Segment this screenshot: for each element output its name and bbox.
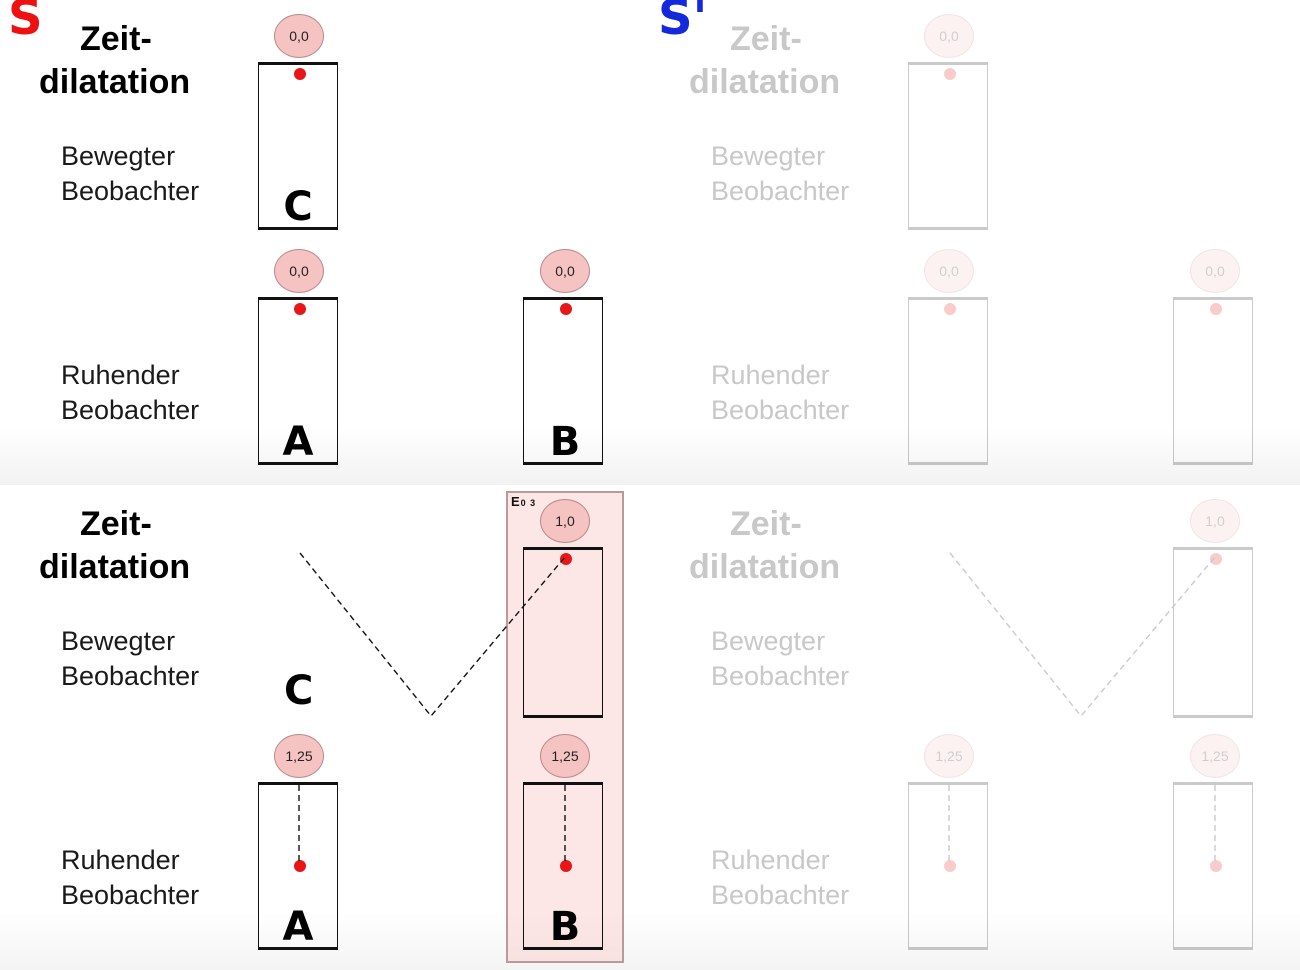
clock-b — [1173, 782, 1253, 950]
photon-dot — [294, 68, 306, 80]
photon-dot — [944, 860, 956, 872]
clock-a-letter: A — [282, 904, 314, 950]
frame-s-label: S — [8, 0, 43, 46]
photon-dot — [294, 860, 306, 872]
light-path-overlay — [948, 552, 1216, 864]
clock-b-letter: B — [549, 904, 581, 950]
panel-s-prime-initial: S' Zeit- dilatation Bewegter Beobachter … — [650, 0, 1300, 485]
moving-label-line-2: Beobachter — [61, 661, 200, 691]
clock-c-readout: 1,0 — [1190, 499, 1240, 543]
title-line-1: Zeit- — [80, 20, 152, 58]
clock-c-letter: C — [283, 184, 313, 230]
photon-dot — [1210, 860, 1222, 872]
moving-label-line-1: Bewegter — [711, 141, 826, 171]
panel-s-initial: S Zeit- dilatation Bewegter Beobachter R… — [0, 0, 650, 485]
photon-dot — [294, 303, 306, 315]
resting-observer-label: Ruhender Beobachter — [61, 843, 199, 913]
event-letter: E — [511, 494, 521, 509]
resting-observer-label-faded: Ruhender Beobachter — [711, 358, 849, 428]
title-line-2: dilatation — [689, 548, 841, 586]
photon-dot — [1210, 553, 1222, 565]
photon-dot — [1210, 303, 1222, 315]
moving-label-line-2: Beobachter — [61, 176, 200, 206]
event-subscript: 0 3 — [520, 498, 537, 508]
clock-a — [908, 782, 988, 950]
clock-a: A — [258, 782, 338, 950]
resting-label-line-2: Beobachter — [711, 395, 850, 425]
diagram-title-faded: Zeit- dilatation — [689, 503, 840, 589]
clock-b — [1173, 297, 1253, 465]
clock-c-readout: 1,0 — [540, 499, 590, 543]
light-path-zigzag — [949, 552, 1216, 718]
title-line-2: dilatation — [39, 63, 191, 101]
clock-c-moved — [1173, 547, 1253, 718]
clock-b-readout: 1,25 — [540, 734, 590, 778]
clock-a-readout: 1,25 — [924, 734, 974, 778]
moving-observer-label: Bewegter Beobachter — [61, 139, 199, 209]
clock-b-readout: 1,25 — [1190, 734, 1240, 778]
moving-label-line-2: Beobachter — [711, 176, 850, 206]
resting-label-line-1: Ruhender — [711, 360, 830, 390]
event-highlight — [506, 491, 624, 963]
diagram-title: Zeit- dilatation — [39, 18, 190, 104]
moving-observer-label-faded: Bewegter Beobachter — [711, 139, 849, 209]
clock-c: C — [258, 62, 338, 230]
clock-b-readout: 0,0 — [540, 249, 590, 293]
moving-label-line-1: Bewegter — [61, 626, 176, 656]
moving-label-line-2: Beobachter — [711, 661, 850, 691]
clock-b-letter: B — [549, 419, 581, 465]
clock-a-letter: A — [282, 419, 314, 465]
title-line-2: dilatation — [39, 548, 191, 586]
resting-label-line-2: Beobachter — [711, 880, 850, 910]
resting-label-line-1: Ruhender — [61, 360, 180, 390]
clock-a-readout: 0,0 — [274, 249, 324, 293]
light-path-zigzag — [299, 552, 566, 718]
clock-a — [908, 297, 988, 465]
resting-label-line-1: Ruhender — [61, 845, 180, 875]
clock-a-readout: 0,0 — [924, 249, 974, 293]
panel-s-prime-later: Zeit- dilatation Bewegter Beobachter Ruh… — [650, 485, 1300, 970]
clock-c-letter: C — [284, 668, 314, 714]
clock-c-readout: 0,0 — [924, 14, 974, 58]
event-label: E0 3 — [511, 494, 536, 509]
panel-s-later: Zeit- dilatation Bewegter Beobachter Ruh… — [0, 485, 650, 970]
moving-observer-label-faded: Bewegter Beobachter — [711, 624, 849, 694]
photon-dot — [560, 860, 572, 872]
clock-c — [908, 62, 988, 230]
resting-label-line-2: Beobachter — [61, 395, 200, 425]
photon-dot — [560, 303, 572, 315]
resting-observer-label: Ruhender Beobachter — [61, 358, 199, 428]
clock-c-readout: 0,0 — [274, 14, 324, 58]
light-path-overlay — [298, 552, 566, 864]
diagram-title-faded: Zeit- dilatation — [689, 18, 840, 104]
clock-b: B — [523, 782, 603, 950]
title-line-1: Zeit- — [730, 20, 802, 58]
clock-b-readout: 0,0 — [1190, 249, 1240, 293]
clock-a-readout: 1,25 — [274, 734, 324, 778]
diagram-title: Zeit- dilatation — [39, 503, 190, 589]
moving-observer-label: Bewegter Beobachter — [61, 624, 199, 694]
photon-dot — [944, 68, 956, 80]
title-line-1: Zeit- — [80, 505, 152, 543]
resting-observer-label-faded: Ruhender Beobachter — [711, 843, 849, 913]
moving-label-line-1: Bewegter — [711, 626, 826, 656]
clock-a: A — [258, 297, 338, 465]
resting-label-line-1: Ruhender — [711, 845, 830, 875]
frame-s-prime-label: S' — [658, 0, 708, 46]
clock-c-moved — [523, 547, 603, 718]
photon-dot — [944, 303, 956, 315]
title-line-1: Zeit- — [730, 505, 802, 543]
photon-dot — [560, 553, 572, 565]
title-line-2: dilatation — [689, 63, 841, 101]
clock-b: B — [523, 297, 603, 465]
moving-label-line-1: Bewegter — [61, 141, 176, 171]
resting-label-line-2: Beobachter — [61, 880, 200, 910]
